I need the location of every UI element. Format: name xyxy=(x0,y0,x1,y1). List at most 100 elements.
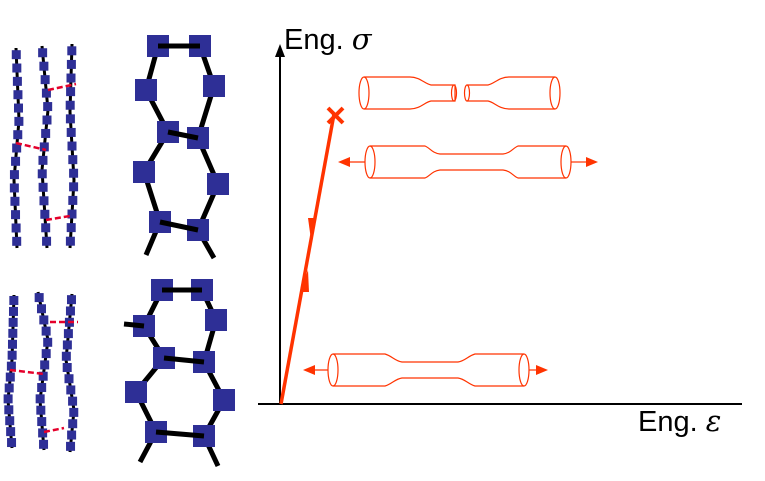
chain-bond xyxy=(155,429,205,439)
monomer-bead xyxy=(65,100,75,110)
stress-strain-curve xyxy=(279,106,345,405)
monomer-bead xyxy=(9,295,19,305)
monomer-bead xyxy=(11,210,21,220)
pull-left-arrow-icon xyxy=(338,157,350,167)
crosslink xyxy=(43,426,65,434)
crosslink xyxy=(47,82,77,92)
monomer-bead xyxy=(11,223,21,233)
sigma-symbol: σ xyxy=(351,22,372,56)
monomer-bead xyxy=(41,128,51,138)
unloaded-specimen-icon xyxy=(303,353,548,387)
stretched-specimen-icon xyxy=(338,145,598,179)
monomer-bead xyxy=(69,168,79,178)
monomer-bead xyxy=(66,59,76,69)
crosslink xyxy=(45,214,71,222)
y-axis-label: Eng. σ xyxy=(284,22,372,57)
monomer-bead xyxy=(207,173,229,195)
monomer-bead xyxy=(61,351,71,361)
monomer-bead xyxy=(6,361,16,371)
monomer-bead xyxy=(67,46,77,56)
pull-right-arrow-icon xyxy=(536,365,548,375)
y-axis-arrowhead xyxy=(275,44,285,57)
monomer-bead xyxy=(66,223,76,233)
axes xyxy=(258,44,742,405)
monomer-bead xyxy=(203,75,225,97)
pull-right-arrow-icon xyxy=(586,157,598,167)
monomer-bead xyxy=(12,143,22,153)
monomer-bead xyxy=(39,142,49,152)
monomer-bead xyxy=(62,362,72,372)
monomer-bead xyxy=(3,394,13,404)
monomer-bead xyxy=(67,141,77,151)
monomer-bead xyxy=(14,103,24,113)
chain-backbone xyxy=(64,293,76,453)
polymer-chains xyxy=(3,35,235,468)
pull-left-arrow-icon xyxy=(303,365,315,375)
monomer-bead xyxy=(39,61,49,71)
monomer-bead xyxy=(38,155,48,165)
monomer-bead xyxy=(11,50,21,60)
monomer-bead xyxy=(9,183,19,193)
epsilon-symbol: ε xyxy=(705,404,722,438)
monomer-bead xyxy=(37,417,47,427)
monomer-bead xyxy=(62,340,72,350)
monomer-bead xyxy=(13,90,23,100)
monomer-bead xyxy=(65,306,75,316)
fractured-specimen-icon xyxy=(358,76,561,110)
monomer-bead xyxy=(135,79,157,101)
monomer-bead xyxy=(9,170,19,180)
monomer-bead xyxy=(35,394,45,404)
monomer-bead xyxy=(4,383,14,393)
monomer-bead xyxy=(66,385,76,395)
monomer-bead xyxy=(65,114,75,124)
monomer-bead xyxy=(39,315,49,325)
monomer-bead xyxy=(41,88,51,98)
monomer-bead xyxy=(205,309,227,331)
monomer-bead xyxy=(65,236,75,246)
fine-chain-model-bottom xyxy=(3,291,79,453)
monomer-bead xyxy=(36,405,46,415)
monomer-bead xyxy=(5,416,15,426)
chain-bond xyxy=(167,129,199,141)
monomer-bead xyxy=(68,155,78,165)
monomer-bead xyxy=(8,317,18,327)
monomer-bead xyxy=(39,439,49,449)
monomer-bead xyxy=(42,236,52,246)
monomer-bead xyxy=(38,48,48,58)
fracture-x-mark-icon xyxy=(326,106,345,125)
monomer-bead xyxy=(12,236,22,246)
y-axis-label-prefix: Eng. xyxy=(284,24,344,56)
monomer-bead xyxy=(64,374,74,384)
monomer-bead xyxy=(68,195,78,205)
monomer-bead xyxy=(13,130,23,140)
monomer-bead xyxy=(41,349,51,359)
monomer-bead xyxy=(66,127,76,137)
loading-line xyxy=(279,113,336,405)
monomer-bead xyxy=(8,306,18,316)
monomer-bead xyxy=(11,156,21,166)
monomer-bead xyxy=(43,102,53,112)
monomer-bead xyxy=(7,350,17,360)
monomer-bead xyxy=(38,182,48,192)
monomer-bead xyxy=(12,76,22,86)
unloading-arrow-down-icon xyxy=(308,218,316,240)
crosslink xyxy=(9,368,45,376)
monomer-bead xyxy=(68,419,78,429)
coarse-chain-model-top xyxy=(133,35,229,260)
monomer-bead xyxy=(8,328,18,338)
monomer-bead xyxy=(37,383,47,393)
monomer-bead xyxy=(41,326,51,336)
monomer-bead xyxy=(4,405,14,415)
monomer-bead xyxy=(66,295,76,305)
monomer-bead xyxy=(10,196,20,206)
monomer-bead xyxy=(66,441,76,451)
monomer-bead xyxy=(37,169,47,179)
monomer-bead xyxy=(6,427,16,437)
monomer-bead xyxy=(43,337,53,347)
monomer-bead xyxy=(39,196,49,206)
monomer-bead xyxy=(42,115,52,125)
chain-bond xyxy=(123,321,145,329)
loading-arrow-up-icon xyxy=(300,270,309,292)
